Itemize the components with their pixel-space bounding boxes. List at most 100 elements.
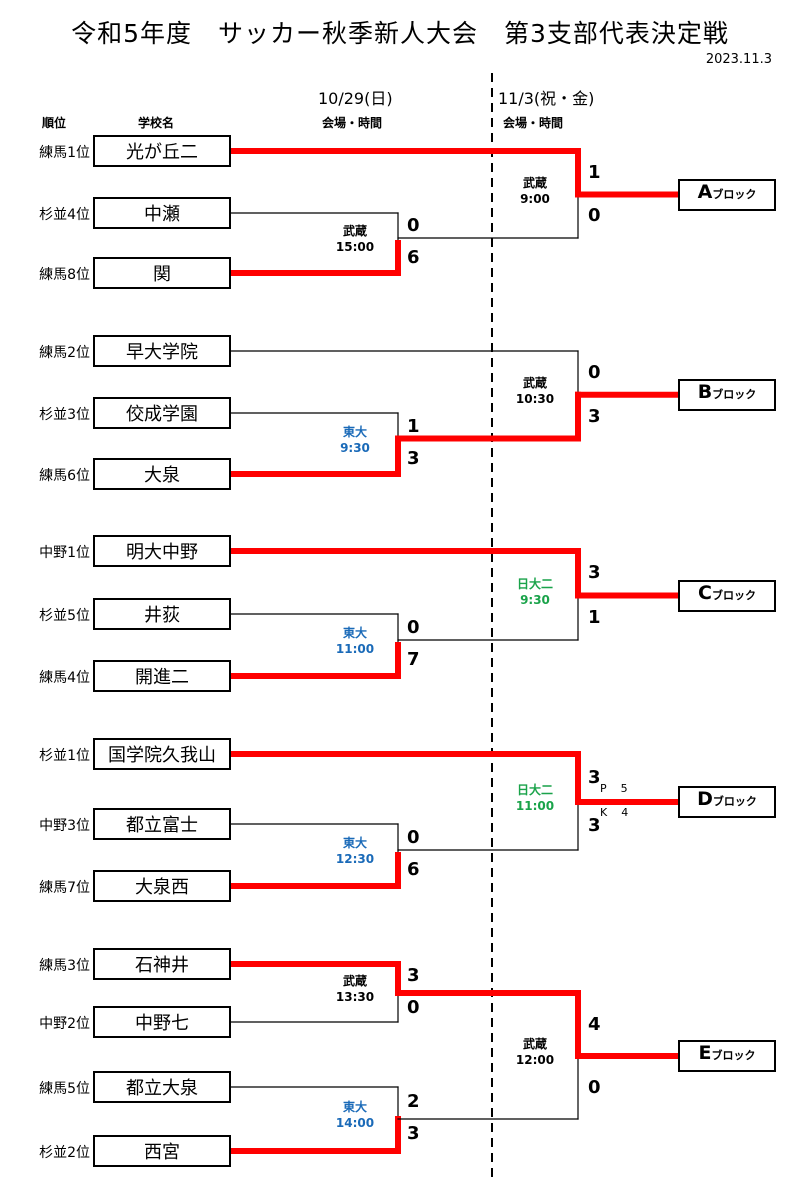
team-rank: 練馬2位 (39, 345, 90, 361)
block-suffix: ブロック (712, 187, 757, 201)
match-score: 6 (407, 247, 420, 268)
team-rank: 杉並3位 (39, 407, 90, 423)
day1-header: 10/29(日) (318, 89, 393, 108)
team-name-box: 西宮 (93, 1135, 231, 1167)
match-score: 7 (407, 649, 420, 670)
match-time: 14:00 (335, 1116, 375, 1130)
match-venue: 武蔵 13:30 (315, 973, 395, 1005)
team-rank: 中野1位 (39, 545, 90, 561)
match-score: 0 (588, 361, 601, 383)
block-suffix: ブロック (712, 387, 757, 401)
match-venue: 東大 11:00 (315, 625, 395, 657)
team-rank: 練馬1位 (39, 145, 90, 161)
venue-name: 武蔵 (522, 375, 547, 390)
team-name-box: 都立大泉 (93, 1071, 231, 1103)
match-score: 1 (588, 606, 601, 628)
venue-name: 東大 (342, 1100, 367, 1114)
team-name-box: 早大学院 (93, 335, 231, 367)
match-score: 0 (407, 827, 420, 848)
match-score: 3 (407, 1123, 420, 1144)
match-score: 0 (407, 997, 420, 1018)
team-rank: 杉並5位 (39, 608, 90, 624)
venue-name: 東大 (342, 424, 367, 439)
team-name-box: 明大中野 (93, 535, 231, 567)
venue-name: 武蔵 (522, 175, 547, 190)
team-name-box: 中瀬 (93, 197, 231, 229)
pk-score: K4 (600, 806, 643, 819)
block-letter: B (697, 380, 713, 403)
team-rank: 練馬8位 (39, 267, 90, 283)
venue-name: 武蔵 (342, 974, 367, 988)
team-rank: 練馬3位 (39, 958, 90, 974)
venue-time-header-2: 会場・時間 (503, 116, 564, 130)
block-letter: E (698, 1042, 712, 1064)
match-score: 1 (407, 415, 420, 437)
page-title: 令和5年度 サッカー秋季新人大会 第3支部代表決定戦 (71, 19, 729, 48)
match-score: 1 (588, 161, 601, 183)
venue-time-header-1: 会場・時間 (322, 116, 383, 130)
team-name-box: 開進二 (93, 660, 231, 692)
team-rank: 杉並2位 (39, 1145, 90, 1161)
block-letter: A (697, 180, 713, 203)
match-time: 15:00 (335, 240, 375, 254)
school-header: 学校名 (138, 116, 175, 130)
match-venue: 東大 14:00 (315, 1099, 395, 1131)
match-score: 0 (407, 617, 420, 638)
match-score: 3 (588, 405, 601, 427)
match-time: 9:30 (340, 440, 370, 455)
day2-header: 11/3(祝・金) (498, 89, 595, 108)
team-name-box: 佼成学園 (93, 397, 231, 429)
team-name-box: 都立富士 (93, 808, 231, 840)
match-time: 13:30 (335, 990, 375, 1004)
venue-name: 日大二 (516, 576, 553, 591)
team-name-box: 大泉 (93, 458, 231, 490)
team-rank: 練馬5位 (39, 1081, 90, 1097)
match-score: 4 (588, 1013, 601, 1035)
team-name-box: 関 (93, 257, 231, 289)
team-name-box: 光が丘二 (93, 135, 231, 167)
match-score: 6 (407, 859, 420, 880)
team-name-box: 大泉西 (93, 870, 231, 902)
match-score: 0 (407, 215, 420, 236)
team-rank: 中野2位 (39, 1016, 90, 1032)
team-rank: 練馬7位 (39, 880, 90, 896)
pk-score: P5 (600, 782, 642, 795)
block-suffix: ブロック (711, 588, 756, 602)
venue-name: 東大 (342, 836, 367, 850)
venue-name: 東大 (342, 626, 367, 640)
rank-header: 順位 (42, 116, 67, 130)
match-time: 10:30 (515, 391, 555, 406)
match-time: 11:00 (515, 799, 555, 813)
match-score: 0 (588, 205, 601, 227)
block-suffix: ブロック (711, 1049, 756, 1062)
team-rank: 杉並4位 (39, 207, 90, 223)
match-score: 2 (407, 1091, 420, 1112)
team-rank: 中野3位 (39, 818, 90, 834)
match-score: 0 (588, 1076, 601, 1098)
team-rank: 杉並1位 (39, 748, 90, 764)
team-name-box: 井荻 (93, 598, 231, 630)
team-name-box: 石神井 (93, 948, 231, 980)
venue-name: 武蔵 (522, 1037, 547, 1051)
tournament-date: 2023.11.3 (705, 52, 772, 67)
match-time: 11:00 (335, 642, 375, 656)
match-score: 3 (588, 815, 601, 836)
team-rank: 練馬6位 (39, 468, 90, 484)
team-name-box: 中野七 (93, 1006, 231, 1038)
match-score: 3 (588, 562, 601, 584)
team-name-box: 国学院久我山 (93, 738, 231, 770)
block-letter: C (698, 581, 712, 604)
